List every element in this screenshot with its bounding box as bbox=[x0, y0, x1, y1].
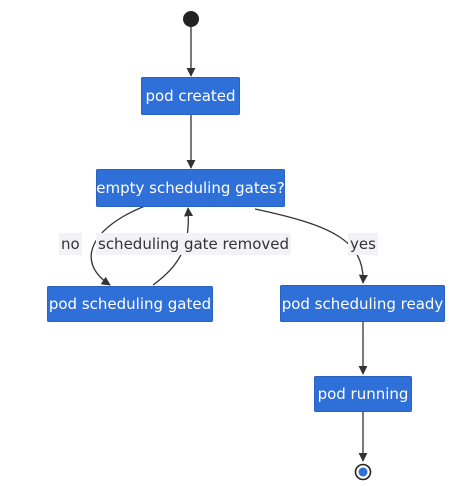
node-pod-scheduling-gated-label: pod scheduling gated bbox=[48, 295, 212, 313]
node-pod-running: pod running bbox=[314, 376, 412, 412]
edge-label-gate-removed: scheduling gate removed bbox=[96, 233, 292, 255]
edge-no bbox=[90, 205, 146, 286]
node-pod-scheduling-ready: pod scheduling ready bbox=[280, 285, 445, 322]
node-pod-created-label: pod created bbox=[145, 87, 236, 105]
edge-yes bbox=[254, 208, 368, 284]
start-state bbox=[183, 11, 199, 27]
node-empty-scheduling-gates: empty scheduling gates? bbox=[96, 169, 285, 207]
edge-label-no: no bbox=[59, 233, 82, 255]
end-state-inner bbox=[358, 467, 368, 477]
node-pod-scheduling-gated: pod scheduling gated bbox=[47, 286, 213, 322]
node-empty-scheduling-gates-label: empty scheduling gates? bbox=[96, 179, 285, 197]
node-pod-scheduling-ready-label: pod scheduling ready bbox=[281, 294, 444, 313]
node-pod-running-label: pod running bbox=[317, 385, 409, 403]
node-pod-created: pod created bbox=[141, 77, 240, 115]
edge-label-yes: yes bbox=[348, 233, 378, 255]
